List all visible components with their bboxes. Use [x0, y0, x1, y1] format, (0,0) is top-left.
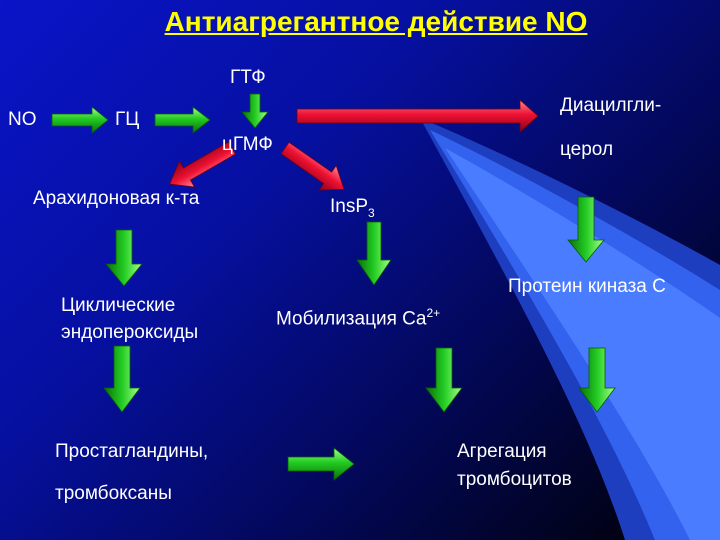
arrow-insp3-to-calcium: [356, 221, 392, 286]
node-cgmp: цГМФ: [222, 134, 273, 155]
arrow-dag-to-pkc: [567, 196, 605, 263]
node-no: NO: [8, 109, 37, 130]
node-protein-kinase-c: Протеин киназа С: [508, 276, 666, 297]
arrow-inhibit-arachidonic: [169, 141, 237, 188]
arrow-gtp-to-cgmp: [241, 93, 269, 129]
node-prostaglandins-line1: Простагландины,: [55, 441, 209, 462]
node-insp3: InsP3: [330, 196, 375, 220]
node-dag-line1: Диацилгли-: [560, 95, 662, 116]
arrow-gc-to-cgmp: [154, 106, 211, 134]
node-gtp: ГТФ: [230, 67, 266, 88]
node-calcium-mobilization: Мобилизация Ca2+: [276, 306, 441, 330]
node-endoperoxides-line1: Циклические: [61, 295, 176, 316]
slide-title: Антиагрегантное действие NO: [164, 6, 588, 37]
arrow-inhibit-dag: [296, 99, 539, 133]
node-aggregation-line1: Агрегация: [457, 441, 547, 462]
arrow-pkc-to-aggregation: [578, 347, 616, 413]
arrow-arachidonic-to-endoperoxides: [105, 229, 143, 287]
node-gc: ГЦ: [115, 109, 140, 130]
node-aggregation-line2: тромбоцитов: [457, 469, 572, 490]
arrow-prostaglandins-to-aggregation: [287, 447, 355, 481]
node-prostaglandins-line2: тромбоксаны: [55, 483, 172, 504]
node-arachidonic-acid: Арахидоновая к-та: [33, 188, 200, 209]
arrow-calcium-to-aggregation: [425, 347, 463, 413]
arrow-inhibit-insp3: [280, 141, 345, 191]
node-dag-line2: церол: [560, 139, 614, 160]
arrow-endoperoxides-to-prostaglandins: [103, 345, 141, 413]
node-endoperoxides-line2: эндопероксиды: [61, 322, 199, 343]
arrow-no-to-gc: [51, 106, 109, 134]
